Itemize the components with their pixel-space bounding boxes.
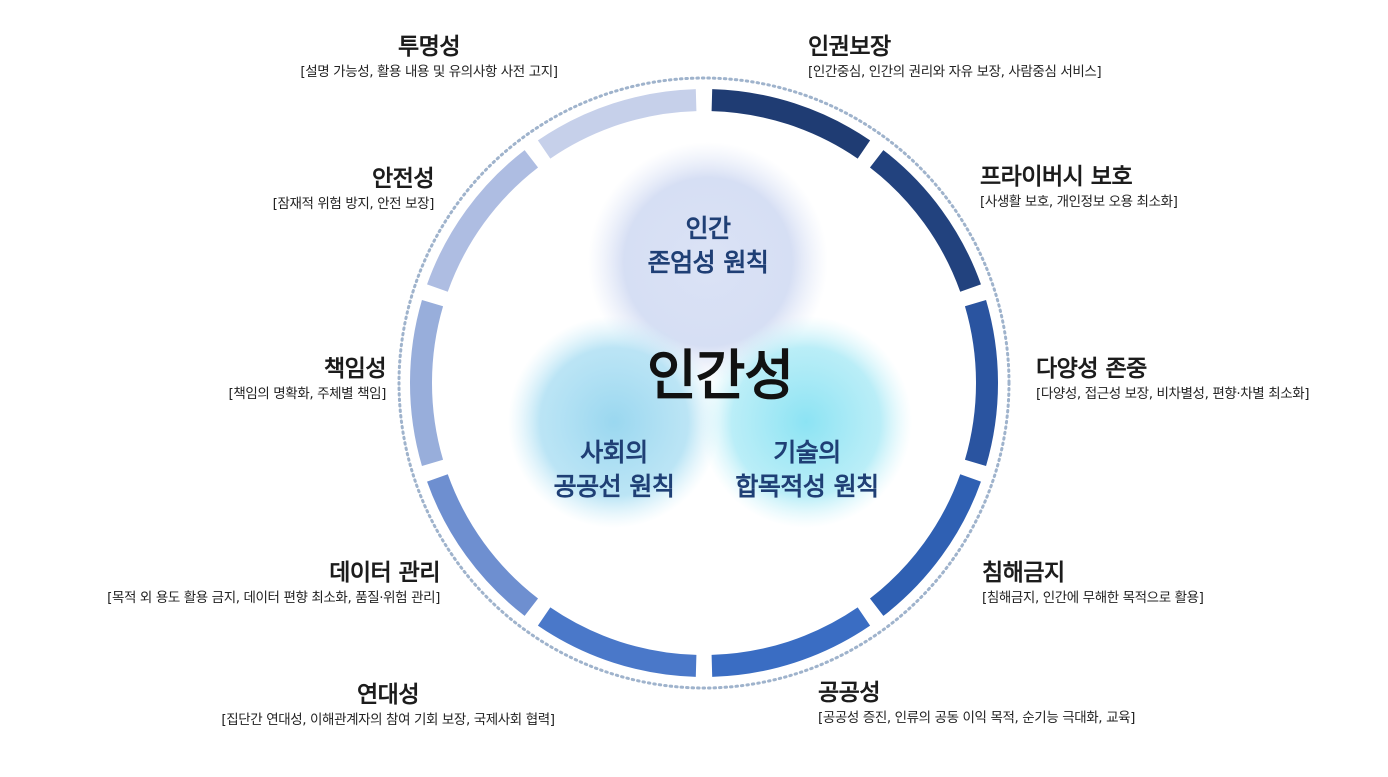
purpose-blob <box>700 316 912 528</box>
ring-segment <box>427 474 539 616</box>
public-good-principle: 사회의 공공선 원칙 <box>514 436 714 504</box>
ring-segment <box>711 89 871 159</box>
principle-line1: 기술의 <box>773 438 841 467</box>
requirement-desc: [사생활 보호, 개인정보 오용 최소화] <box>980 194 1178 210</box>
requirement-title: 인권보장 <box>808 34 891 60</box>
requirement-desc: [잠재적 위험 방지, 안전 보장] <box>272 196 435 212</box>
requirement-title: 책임성 <box>324 356 386 382</box>
principle-line1: 인간 <box>685 214 731 243</box>
requirement-data-management: 데이터 관리 [목적 외 용도 활용 금지, 데이터 편향 최소화, 품질·위험… <box>18 558 440 608</box>
public-good-blob <box>508 316 720 528</box>
requirement-no-harm: 침해금지 [침해금지, 인간에 무해한 목적으로 활용] <box>982 558 1204 608</box>
requirement-transparency: 투명성 [설명 가능성, 활용 내용 및 유의사항 사전 고지] <box>262 32 596 82</box>
outer-dotted-ring <box>397 76 1011 690</box>
ring-segment <box>427 150 539 292</box>
requirement-desc: [인간중심, 인간의 권리와 자유 보장, 사람중심 서비스] <box>808 64 1102 80</box>
ring-segment <box>537 89 697 159</box>
principle-line2: 합목적성 원칙 <box>735 472 879 501</box>
requirement-human-rights: 인권보장 [인간중심, 인간의 권리와 자유 보장, 사람중심 서비스] <box>808 32 1102 82</box>
core-value: 인간성 <box>646 344 794 407</box>
principle-line1: 사회의 <box>580 438 648 467</box>
ring-segment <box>869 150 981 292</box>
requirement-title: 침해금지 <box>982 560 1065 586</box>
requirement-accountability: 책임성 [책임의 명확화, 주체별 책임] <box>170 354 386 404</box>
requirement-desc: [침해금지, 인간에 무해한 목적으로 활용] <box>982 590 1204 606</box>
principle-blobs <box>508 142 912 528</box>
requirement-solidarity: 연대성 [집단간 연대성, 이해관계자의 참여 기회 보장, 국제사회 협력] <box>178 680 598 730</box>
requirement-title: 투명성 <box>398 34 460 60</box>
requirement-title: 안전성 <box>372 166 434 192</box>
requirement-desc: [공공성 증진, 인류의 공동 이익 목적, 순기능 극대화, 교육] <box>818 710 1135 726</box>
ring-segment <box>964 299 999 467</box>
principle-line2: 공공선 원칙 <box>553 472 675 501</box>
requirement-desc: [설명 가능성, 활용 내용 및 유의사항 사전 고지] <box>300 64 558 80</box>
purpose-principle: 기술의 합목적성 원칙 <box>697 436 917 504</box>
requirement-safety: 안전성 [잠재적 위험 방지, 안전 보장] <box>220 164 435 214</box>
ring-segment <box>409 299 444 467</box>
ring-segment <box>711 607 871 677</box>
requirement-publicness: 공공성 [공공성 증진, 인류의 공동 이익 목적, 순기능 극대화, 교육] <box>818 678 1135 728</box>
requirement-desc: [책임의 명확화, 주체별 책임] <box>228 386 386 402</box>
requirement-title: 연대성 <box>357 682 419 708</box>
requirement-title: 공공성 <box>818 680 880 706</box>
requirement-desc: [목적 외 용도 활용 금지, 데이터 편향 최소화, 품질·위험 관리] <box>107 590 440 606</box>
requirement-desc: [집단간 연대성, 이해관계자의 참여 기회 보장, 국제사회 협력] <box>221 712 555 728</box>
principle-line2: 존엄성 원칙 <box>647 248 769 277</box>
requirement-diversity: 다양성 존중 [다양성, 접근성 보장, 비차별성, 편향·차별 최소화] <box>1036 354 1310 404</box>
requirement-desc: [다양성, 접근성 보장, 비차별성, 편향·차별 최소화] <box>1036 386 1310 402</box>
dignity-principle: 인간 존엄성 원칙 <box>608 212 808 280</box>
ring-segments <box>409 89 999 677</box>
ring-segment <box>869 474 981 616</box>
requirement-privacy: 프라이버시 보호 [사생활 보호, 개인정보 오용 최소화] <box>980 162 1178 212</box>
requirement-title: 데이터 관리 <box>329 560 440 586</box>
requirement-title: 다양성 존중 <box>1036 356 1147 382</box>
requirement-title: 프라이버시 보호 <box>980 164 1133 190</box>
ring-segment <box>537 607 697 677</box>
